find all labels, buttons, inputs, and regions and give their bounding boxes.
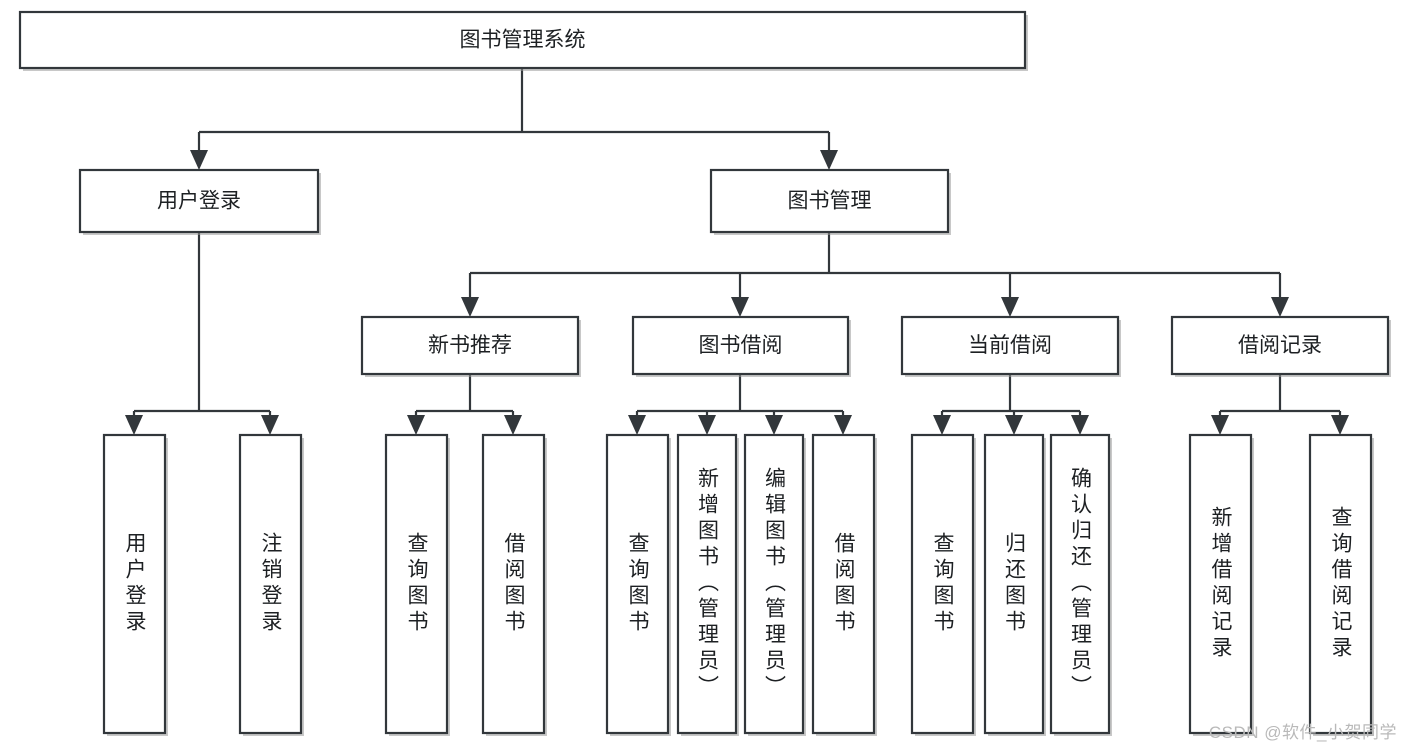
node-label-root: 图书管理系统 <box>460 29 586 52</box>
new-book-fan-arrow-0 <box>407 415 425 435</box>
node-box-leaf-edit-book[interactable] <box>743 433 805 735</box>
node-box-leaf-borrow-book-1[interactable] <box>481 433 546 735</box>
user-login-fan-arrow-0 <box>125 415 143 435</box>
node-box-leaf-add-book[interactable] <box>676 433 738 735</box>
node-box-borrow-record[interactable] <box>1170 315 1390 376</box>
node-box-leaf-query-book-3[interactable] <box>910 433 975 735</box>
node-box-leaf-query-book-1[interactable] <box>384 433 449 735</box>
watermark-text: CSDN @软件_小贺同学 <box>1208 723 1397 742</box>
node-label-borrow-record: 借阅记录 <box>1238 334 1322 357</box>
node-box-root[interactable] <box>18 10 1027 70</box>
node-box-leaf-return-book[interactable] <box>983 433 1045 735</box>
book-management-fan-arrow-1 <box>731 297 749 317</box>
user-login-fan-arrow-1 <box>261 415 279 435</box>
node-box-book-management[interactable] <box>709 168 950 234</box>
current-borrow-fan-arrow-2 <box>1071 415 1089 435</box>
node-box-leaf-query-book-2[interactable] <box>605 433 670 735</box>
node-box-book-borrow[interactable] <box>631 315 850 376</box>
book-borrow-fan-arrow-0 <box>628 415 646 435</box>
node-box-leaf-borrow-book-2[interactable] <box>811 433 876 735</box>
boxes-layer <box>18 10 1391 736</box>
node-box-leaf-logout-login[interactable] <box>238 433 303 735</box>
node-label-current-borrow: 当前借阅 <box>968 334 1052 357</box>
book-management-fan-arrow-3 <box>1271 297 1289 317</box>
book-borrow-fan-arrow-2 <box>765 415 783 435</box>
root-fan-arrow-1 <box>820 150 838 170</box>
root-fan-arrow-0 <box>190 150 208 170</box>
book-borrow-fan-arrow-3 <box>834 415 852 435</box>
node-label-user-login: 用户登录 <box>157 190 241 213</box>
current-borrow-fan-arrow-0 <box>933 415 951 435</box>
node-label-book-borrow: 图书借阅 <box>699 334 783 357</box>
book-management-fan-arrow-2 <box>1001 297 1019 317</box>
connectors-layer <box>125 68 1349 435</box>
node-box-leaf-query-record[interactable] <box>1308 433 1373 735</box>
borrow-record-fan-arrow-0 <box>1211 415 1229 435</box>
book-management-fan-arrow-0 <box>461 297 479 317</box>
node-box-leaf-add-record[interactable] <box>1188 433 1253 735</box>
node-box-leaf-user-login[interactable] <box>102 433 167 735</box>
node-box-user-login[interactable] <box>78 168 320 234</box>
new-book-fan-arrow-1 <box>504 415 522 435</box>
node-box-current-borrow[interactable] <box>900 315 1120 376</box>
book-borrow-fan-arrow-1 <box>698 415 716 435</box>
node-label-book-management: 图书管理 <box>788 190 872 213</box>
node-box-new-book-recommend[interactable] <box>360 315 580 376</box>
borrow-record-fan-arrow-1 <box>1331 415 1349 435</box>
node-label-new-book-recommend: 新书推荐 <box>428 334 512 357</box>
current-borrow-fan-arrow-1 <box>1005 415 1023 435</box>
node-box-leaf-confirm-return[interactable] <box>1049 433 1111 735</box>
